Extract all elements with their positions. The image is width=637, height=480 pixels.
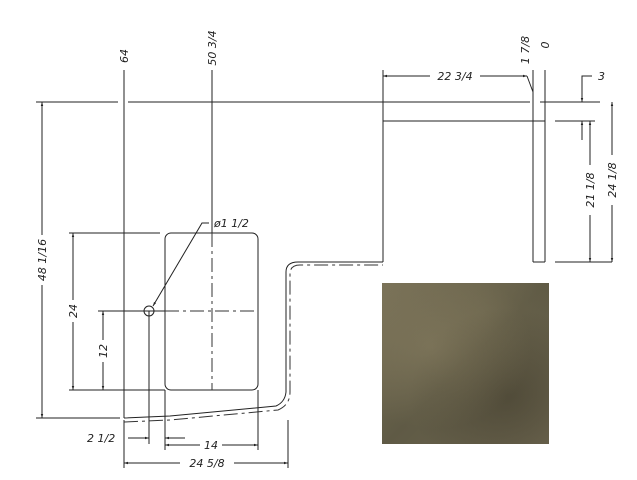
return-depth-label: 24 1/8 (606, 162, 619, 197)
sink-cutout (69, 70, 289, 468)
hole-diameter-label: ø1 1/2 (213, 217, 249, 230)
countertop-outline (36, 70, 612, 423)
return-width-label: 22 3/4 (437, 70, 472, 83)
ordinate-1-7-8-label: 1 7/8 (519, 36, 532, 64)
backsplash-offset-label: 3 (598, 70, 605, 83)
hole-offset-label: 2 1/2 (87, 432, 115, 445)
left-section-width-label: 24 5/8 (189, 457, 224, 470)
ordinate-0-label: 0 (539, 42, 552, 49)
sink-depth-label: 24 (67, 304, 80, 318)
return-inner-depth-label: 21 1/8 (584, 172, 597, 207)
material-swatch (382, 283, 549, 444)
hole-height-label: 12 (97, 344, 110, 358)
sink-width-label: 14 (204, 439, 218, 452)
ordinate-64-label: 64 (118, 49, 131, 63)
sink-center-ordinate-label: 50 3/4 (206, 30, 219, 65)
overall-depth-label: 48 1/16 (36, 239, 49, 281)
